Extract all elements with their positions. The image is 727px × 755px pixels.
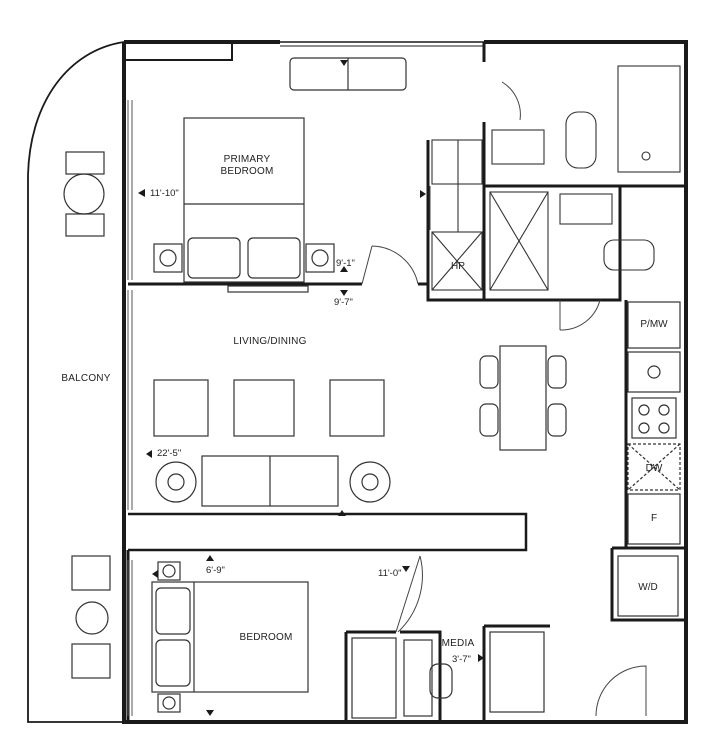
fixture-label-fridge: F: [650, 513, 658, 524]
dimension-arrows: [138, 60, 484, 716]
primary-bed: [153, 117, 335, 293]
fixture-label-hp: HP: [451, 261, 465, 272]
room-label-living-dining: LIVING/DINING: [233, 336, 307, 347]
windows: [127, 100, 133, 716]
living-furniture: [153, 345, 567, 507]
dimension-bedroom-depth: 11'-0": [378, 568, 402, 579]
room-label-primary-bedroom: PRIMARY BEDROOM: [220, 154, 274, 177]
bathrooms: [431, 65, 681, 291]
dimension-media-width: 3'-7": [452, 654, 471, 665]
dimension-primary-closet-b: 9'-7": [334, 297, 353, 308]
desk: [289, 57, 407, 91]
dimension-primary-closet-a: 9'-1": [336, 258, 355, 269]
fixture-label-dw: DW: [645, 463, 663, 474]
secondary-bed: [151, 561, 309, 713]
room-label-media: MEDIA: [441, 638, 475, 649]
dimension-living-width: 22'-5": [157, 448, 182, 459]
room-label-bedroom: BEDROOM: [239, 632, 293, 643]
kitchen: [617, 301, 681, 617]
room-label-balcony: BALCONY: [61, 373, 111, 384]
door-swings: [361, 81, 647, 717]
exterior-walls: [27, 40, 688, 724]
fixture-label-pmw: P/MW: [640, 319, 668, 330]
balcony-furniture: [63, 151, 111, 679]
media-furniture: [351, 631, 545, 719]
dimension-bedroom-width: 6'-9": [206, 565, 225, 576]
fixture-label-wd: W/D: [638, 582, 658, 593]
dimension-primary-bedroom-width: 11'-10": [150, 188, 179, 199]
